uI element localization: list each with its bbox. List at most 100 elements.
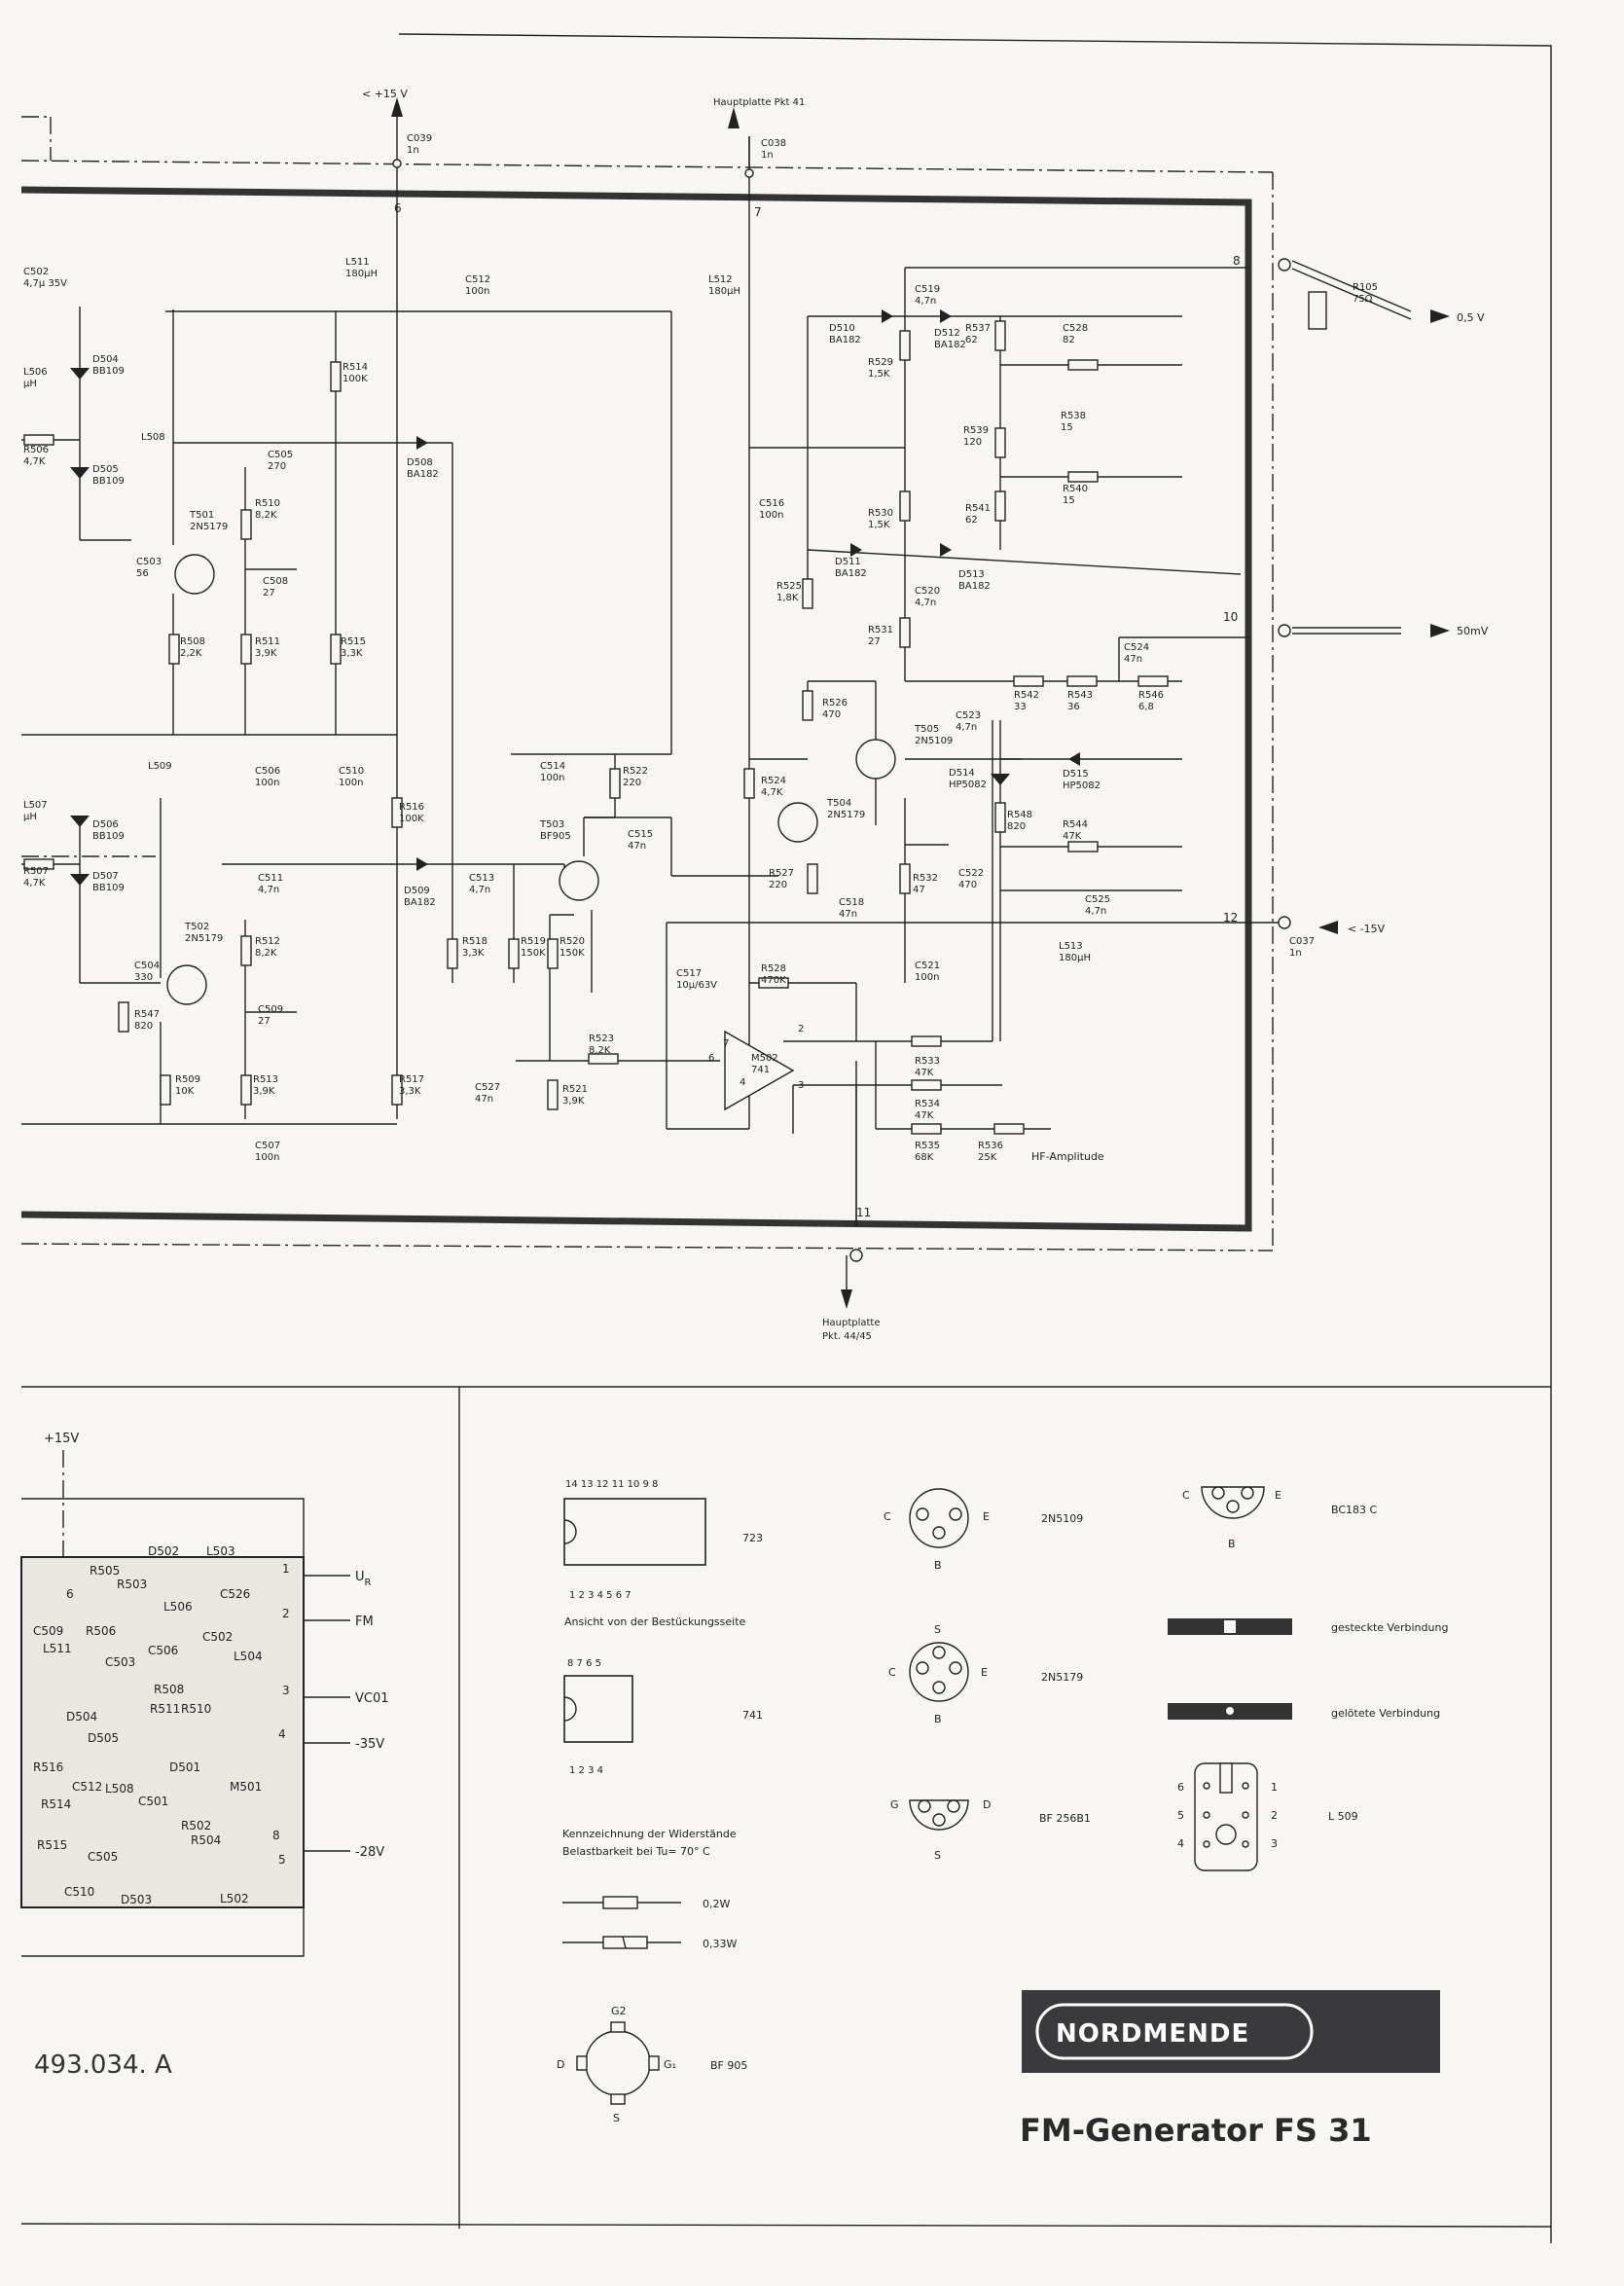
- pcb-signal-minus35v: -35V: [355, 1737, 384, 1752]
- bf905-pin-g2: G2: [611, 2005, 627, 2017]
- pcb-signal-lines: UR FM VC01 -35V -28V 1 2 3 4 8 5 6: [66, 1562, 389, 1867]
- terminal-6: 6: [394, 201, 402, 215]
- bf905-pin-g1: G₁: [664, 2058, 676, 2071]
- pcb-label-c505: C505: [88, 1850, 118, 1864]
- pcb-label-r516: R516: [33, 1760, 63, 1774]
- pcb-signal-fm: FM: [355, 1615, 374, 1629]
- resistor-note-1: Kennzeichnung der Widerstände: [562, 1828, 737, 1840]
- resistor-symbols: [23, 291, 1327, 1135]
- legend-2n5179: S C E B 2N5179: [888, 1623, 1083, 1725]
- ic723-bottom-pins: 1 2 3 4 5 6 7: [569, 1590, 632, 1601]
- svg-text:3: 3: [798, 1080, 804, 1091]
- ic723-name: 723: [742, 1532, 763, 1544]
- pcb-pin-4: 4: [278, 1727, 286, 1741]
- bf905-label: BF 905: [710, 2059, 747, 2072]
- brand-name: NORDMENDE: [1056, 2019, 1249, 2049]
- pcb-label-c503: C503: [105, 1655, 135, 1669]
- bf905-pin-d: D: [557, 2058, 564, 2071]
- pcb-label-c506: C506: [148, 1644, 178, 1657]
- svg-text:6: 6: [708, 1053, 714, 1064]
- pcb-label-l503: L503: [206, 1544, 235, 1558]
- l509-pin-6: 6: [1177, 1781, 1184, 1794]
- supply-minus15-label: < -15V: [1348, 923, 1386, 935]
- terminal-12: 12: [1223, 911, 1238, 925]
- pcb-label-d501: D501: [169, 1760, 200, 1774]
- sheet-frame: [20, 33, 1552, 2243]
- pcb-label-c502: C502: [202, 1630, 233, 1644]
- pcb-signal-vc01: VC01: [355, 1691, 389, 1706]
- l509-pin-2: 2: [1271, 1809, 1278, 1822]
- plug-connection-label: gesteckte Verbindung: [1331, 1621, 1448, 1634]
- pcb-pin-1: 1: [282, 1562, 290, 1576]
- pcb-label-r505: R505: [90, 1564, 120, 1578]
- legend-2n5109: C E B 2N5109: [884, 1488, 1083, 1572]
- pcb-label-l508: L508: [105, 1782, 134, 1796]
- pcb-label-d504: D504: [66, 1710, 97, 1724]
- ic741-bottom-pins: 1 2 3 4: [569, 1765, 603, 1776]
- pcb-label-d502: D502: [148, 1544, 179, 1558]
- bc183-pin-c: C: [1182, 1489, 1190, 1502]
- terminal-7: 7: [754, 205, 762, 219]
- pcb-pin-6: 6: [66, 1587, 74, 1601]
- resistor-033w-label: 0,33W: [703, 1938, 737, 1950]
- bc183-pin-b: B: [1228, 1538, 1236, 1550]
- terminal-markers: 6 7 8 10 11 12: [392, 159, 1291, 1262]
- bf256-pin-s: S: [934, 1849, 941, 1862]
- output-05v-label: 0,5 V: [1457, 311, 1485, 324]
- bf256-pin-d: D: [983, 1798, 991, 1811]
- ic-view-note: Ansicht von der Bestückungsseite: [564, 1615, 746, 1628]
- pcb-pin-2: 2: [282, 1607, 290, 1620]
- solder-connection-label: gelötete Verbindung: [1331, 1707, 1440, 1720]
- l509-label: L 509: [1328, 1810, 1358, 1823]
- terminal-11: 11: [856, 1206, 871, 1219]
- l509-pin-4: 4: [1177, 1837, 1184, 1850]
- terminal-8: 8: [1233, 254, 1241, 268]
- svg-text:2: 2: [798, 1024, 804, 1034]
- pcb-label-r503: R503: [117, 1578, 147, 1591]
- 2n5179-pin-b: B: [934, 1713, 942, 1725]
- pcb-signal-ur: UR: [355, 1570, 372, 1588]
- pcb-label-l504: L504: [234, 1650, 263, 1663]
- wiring: [21, 112, 1284, 1226]
